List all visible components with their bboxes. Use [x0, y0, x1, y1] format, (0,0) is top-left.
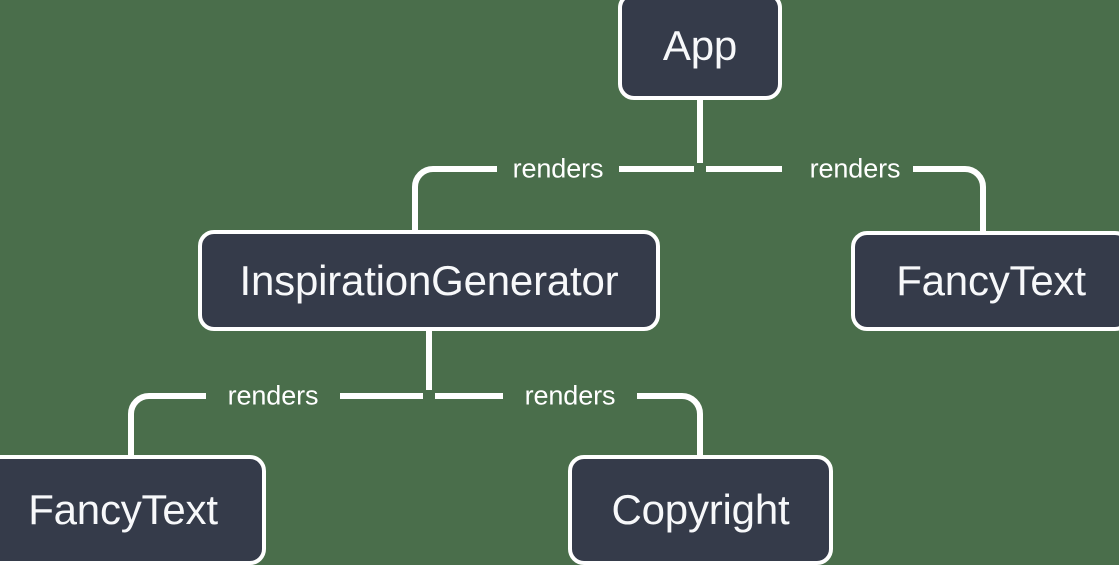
edge-label-inspirationgenerator-to-fancytext: renders	[227, 380, 319, 411]
node-inspirationgenerator-label: InspirationGenerator	[239, 256, 619, 304]
node-copyright-label: Copyright	[611, 486, 790, 533]
edge-label-app-to-inspirationgenerator: renders	[512, 153, 604, 184]
node-fancytext-left-label: FancyText	[28, 486, 218, 533]
node-app[interactable]: App	[618, 0, 782, 100]
node-app-label: App	[662, 22, 738, 69]
node-fancytext-right-label: FancyText	[896, 257, 1086, 304]
node-fancytext-right[interactable]: FancyText	[851, 231, 1119, 331]
edge-ig-to-fancytext-left-seg	[128, 393, 206, 455]
edge-label-inspirationgenerator-to-copyright: renders	[524, 380, 616, 411]
node-fancytext-left[interactable]: FancyText	[0, 455, 266, 565]
edge-app-to-fancytext-right-seg	[913, 166, 986, 231]
edge-label-app-to-fancytext: renders	[809, 153, 901, 184]
node-inspirationgenerator[interactable]: InspirationGenerator	[198, 230, 660, 331]
node-copyright[interactable]: Copyright	[568, 455, 833, 565]
edge-app-to-inspiration-left-seg	[412, 166, 497, 209]
edge-ig-to-copyright-right-seg	[637, 393, 703, 455]
